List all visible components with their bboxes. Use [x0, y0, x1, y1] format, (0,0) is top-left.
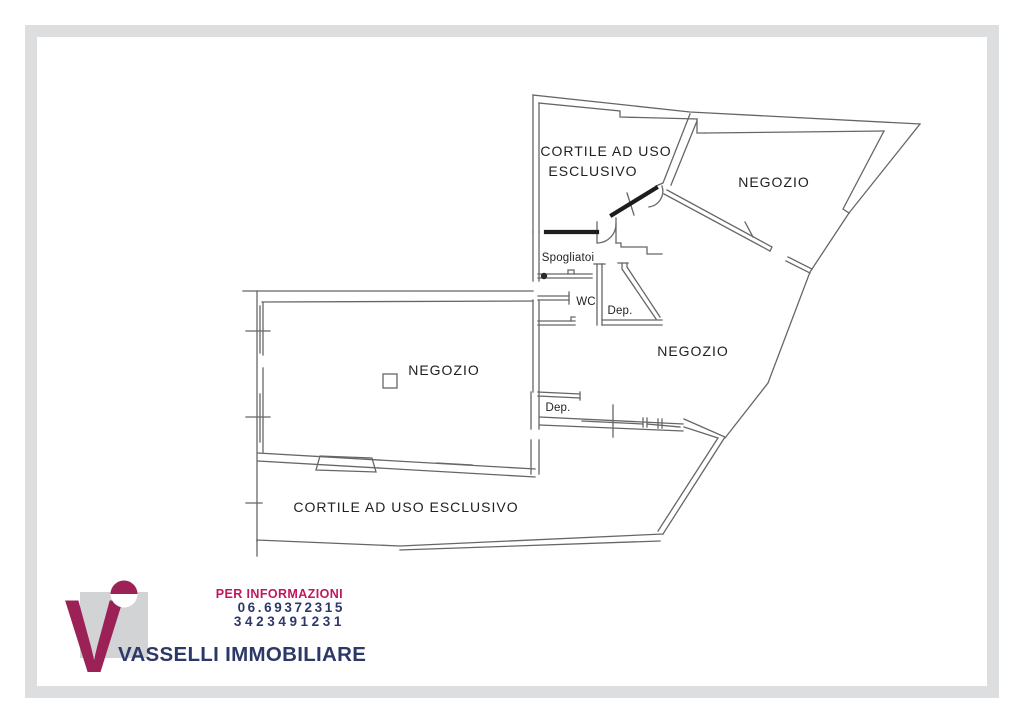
phone-number-2: 3423491231: [234, 614, 345, 629]
page-border: [25, 25, 999, 698]
pillar-symbol: [382, 373, 398, 389]
label-cortile-bottom: CORTILE AD USO ESCLUSIVO: [293, 499, 518, 515]
plan-walls: [242, 94, 921, 557]
label-negozio-left: NEGOZIO: [408, 362, 480, 378]
agency-contact: PER INFORMAZIONI 06.69372315 3423491231 …: [118, 587, 366, 666]
label-cortile-top-line1: CORTILE AD USO: [540, 143, 671, 159]
label-wc: WC: [576, 296, 596, 308]
logo-dot-bottom-half: [110, 594, 138, 608]
brand-name: VASSELLI IMMOBILIARE: [118, 643, 366, 666]
label-dep-bottom: Dep.: [545, 402, 570, 414]
wall-end-dot: [540, 272, 548, 280]
logo-dot-top-half: [110, 580, 138, 594]
label-dep-right: Dep.: [607, 305, 632, 317]
phone-number-1: 06.69372315: [238, 600, 345, 615]
label-cortile-top-line2: ESCLUSIVO: [548, 163, 637, 179]
label-negozio-central: NEGOZIO: [657, 343, 729, 359]
label-negozio-top-right: NEGOZIO: [738, 174, 810, 190]
plan-dark-walls: [543, 185, 659, 235]
room-labels: CORTILE AD USO ESCLUSIVO NEGOZIO Spoglia…: [293, 143, 810, 515]
info-heading: PER INFORMAZIONI: [216, 587, 343, 601]
agency-logo: V: [65, 579, 148, 695]
label-spogliatoi: Spogliatoi: [542, 252, 595, 264]
